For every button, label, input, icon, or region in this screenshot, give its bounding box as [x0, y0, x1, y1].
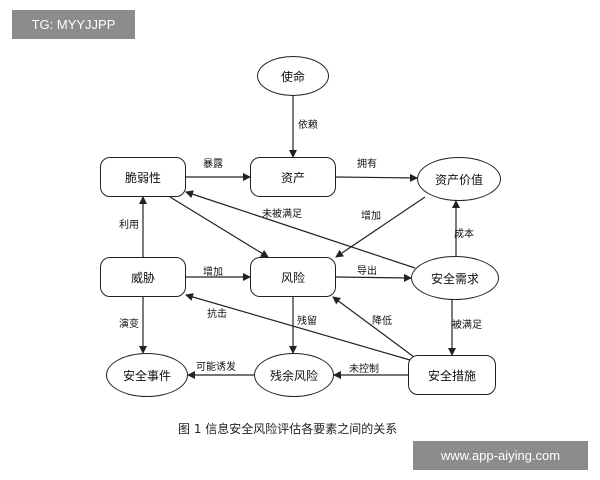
watermark-top: TG: MYYJJPP [12, 10, 135, 39]
edge-label-owns: 拥有 [357, 159, 377, 170]
node-threat: 威胁 [100, 257, 186, 297]
arrow-measure-to-risk [332, 296, 415, 358]
node-security-incident: 安全事件 [106, 353, 188, 397]
node-vulnerability: 脆弱性 [100, 157, 186, 197]
watermark-bottom: www.app-aiying.com [413, 441, 588, 470]
arrow-asset-to-assetvalue [335, 173, 418, 182]
arrow-secreq-to-vuln [185, 190, 416, 269]
arrow-risk-to-secreq [335, 273, 412, 282]
edge-label-exploits: 利用 [119, 220, 139, 231]
node-risk: 风险 [250, 257, 336, 297]
edge-label-exposes: 暴露 [203, 159, 223, 170]
node-security-requirement: 安全需求 [411, 256, 499, 300]
arrow-vuln-to-risk [169, 196, 269, 258]
node-asset-value: 资产价值 [417, 157, 501, 201]
edge-label-satisfied-by: 被满足 [452, 320, 482, 331]
edge-label-reduces: 降低 [372, 316, 392, 327]
figure-caption: 图 1 信息安全风险评估各要素之间的关系 [178, 422, 398, 436]
edge-label-depends-on: 依赖 [298, 120, 318, 131]
arrow-assetvalue-to-risk [335, 196, 426, 258]
node-residual-risk: 残余风险 [254, 353, 334, 397]
edge-label-cost: 成本 [454, 229, 474, 240]
edge-label-increase-risk: 增加 [203, 267, 223, 278]
edge-label-increase-value: 增加 [361, 211, 381, 222]
edge-label-uncontrolled: 未控制 [349, 364, 379, 375]
edge-label-evolves: 演变 [119, 319, 139, 330]
node-asset: 资产 [250, 157, 336, 197]
edge-label-derives: 导出 [357, 266, 377, 277]
edge-label-residual: 残留 [297, 316, 317, 327]
node-security-measure: 安全措施 [408, 355, 496, 395]
edge-label-may-induce: 可能诱发 [196, 362, 236, 373]
node-mission: 使命 [257, 56, 329, 96]
arrow-measure-to-threat [185, 293, 411, 361]
edge-label-not-satisfied: 未被满足 [262, 209, 302, 220]
edge-label-resists: 抗击 [207, 309, 227, 320]
